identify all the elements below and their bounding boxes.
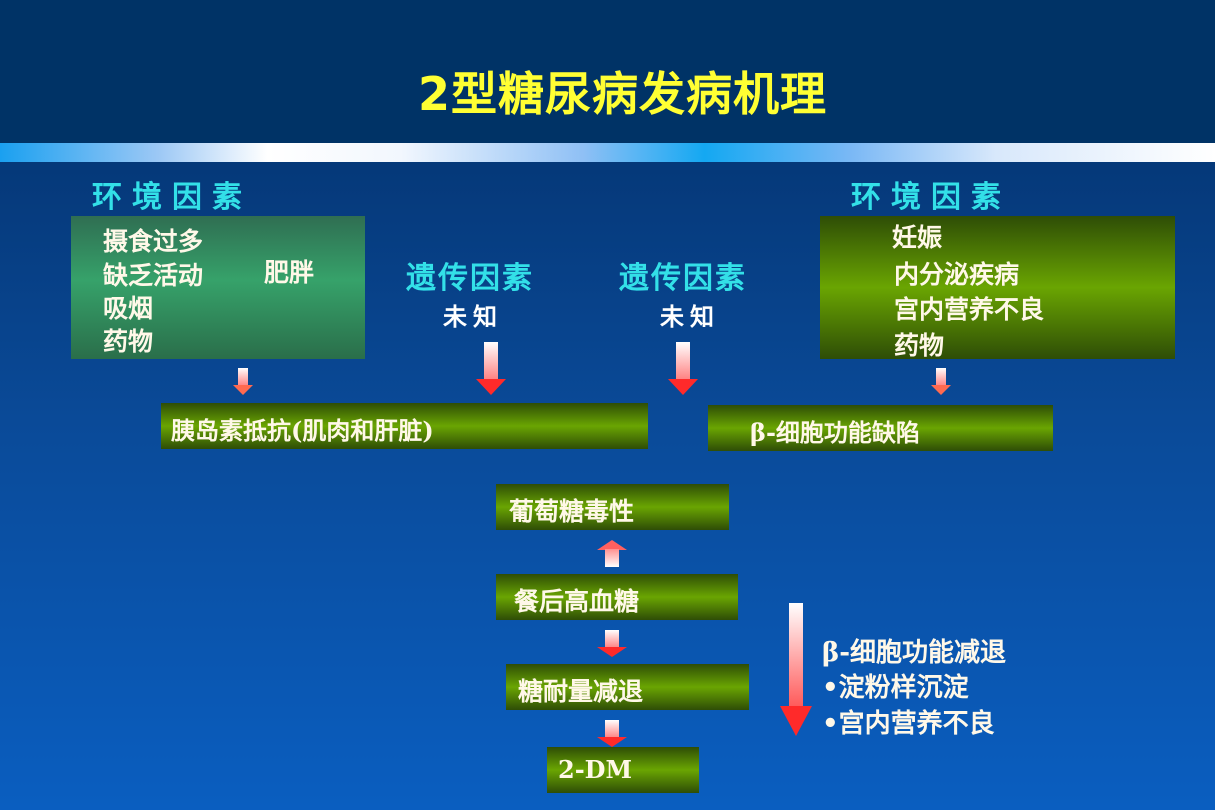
arrow-down-icon — [931, 368, 951, 396]
genetic-unknown-right: 未知 — [660, 302, 720, 331]
igt-label: 糖耐量减退 — [518, 677, 644, 706]
right-env-item: 宫内营养不良 — [894, 295, 1045, 324]
arrow-down-icon — [233, 368, 253, 396]
right-env-item: 药物 — [894, 331, 945, 360]
beta-decline-title: β-细胞功能减退 — [822, 638, 1007, 668]
genetic-heading-left: 遗传因素 — [406, 261, 534, 296]
long-arrow-down-icon — [780, 603, 812, 737]
beta-decline-bullet: •宫内营养不良 — [822, 709, 995, 739]
insulin-resistance-box: 胰岛素抵抗(肌肉和肝脏) — [161, 403, 648, 449]
postprandial-label: 餐后高血糖 — [514, 587, 640, 616]
postprandial-box: 餐后高血糖 — [496, 574, 738, 620]
right-env-item: 内分泌疾病 — [894, 260, 1020, 289]
left-env-item: 吸烟 — [103, 294, 154, 323]
obesity-label: 肥胖 — [264, 258, 315, 287]
arrow-down-icon — [597, 720, 627, 748]
beta-defect-box: β-细胞功能缺陷 — [708, 405, 1053, 451]
page-title: 2型糖尿病发病机理 — [417, 67, 827, 121]
left-env-item: 摄食过多 — [103, 227, 204, 256]
glucotoxicity-label: 葡萄糖毒性 — [509, 497, 635, 526]
beta-decline-bullet: •淀粉样沉淀 — [822, 673, 969, 703]
gradient-band — [0, 143, 1215, 162]
genetic-unknown-left: 未知 — [443, 302, 503, 331]
right-env-box: 妊娠 内分泌疾病 宫内营养不良 药物 — [820, 216, 1175, 360]
right-env-heading: 环境因素 — [851, 180, 1011, 215]
arrow-down-icon — [597, 630, 627, 658]
arrow-down-icon — [668, 342, 698, 396]
left-env-item: 药物 — [103, 327, 154, 356]
arrow-up-icon — [597, 540, 627, 568]
glucotoxicity-box: 葡萄糖毒性 — [496, 484, 729, 530]
left-env-item: 缺乏活动 — [103, 261, 204, 290]
left-env-box: 摄食过多 缺乏活动 吸烟 药物 肥胖 — [71, 216, 365, 359]
insulin-resistance-label: 胰岛素抵抗(肌肉和肝脏) — [171, 416, 434, 445]
right-env-item: 妊娠 — [892, 223, 943, 252]
arrow-down-icon — [476, 342, 506, 396]
dm-label: 2-DM — [558, 755, 633, 784]
dm-box: 2-DM — [547, 747, 699, 793]
beta-defect-label: β-细胞功能缺陷 — [750, 418, 920, 447]
header-bar — [0, 0, 1215, 143]
left-env-heading: 环境因素 — [92, 180, 252, 215]
igt-box: 糖耐量减退 — [506, 664, 749, 710]
genetic-heading-right: 遗传因素 — [619, 261, 747, 296]
